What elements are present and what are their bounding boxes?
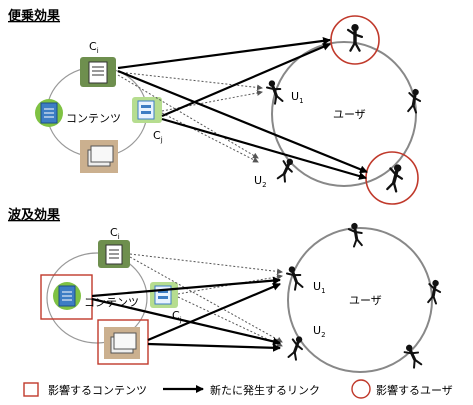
user-right-icon (424, 277, 444, 306)
legend-user-label: 影響するユーザ (376, 383, 453, 397)
legend-content-label: 影響するコンテンツ (48, 383, 147, 397)
legend-content-swatch (23, 382, 39, 397)
ripple-title: 波及効果 (8, 207, 60, 223)
u1-label: U1 (291, 90, 304, 105)
new-links (91, 276, 281, 352)
content-bottom-icon (80, 140, 118, 173)
content-cj-icon (132, 97, 162, 123)
content-bottom-icon (104, 327, 140, 359)
user-top-icon (346, 220, 366, 249)
new-links (117, 36, 368, 180)
cj-label: Cj (153, 129, 163, 144)
legend: 影響するコンテンツ 新たに発生するリンク 影響するユーザ (23, 379, 453, 399)
ci-label: Ci (110, 226, 120, 241)
user-ring (287, 227, 433, 373)
user-top-icon (346, 22, 364, 53)
user-label: ユーザ (349, 294, 382, 307)
content-cj-icon (150, 282, 178, 308)
influential-user-highlight (330, 15, 380, 65)
u2-label: U2 (313, 324, 326, 339)
content-left-icon (53, 282, 81, 310)
u1-label: U1 (313, 280, 326, 295)
content-left-icon (35, 99, 63, 127)
content-ring (46, 252, 148, 344)
user-ring (271, 41, 417, 187)
influential-content-highlight (97, 319, 149, 365)
user-bottom-icon (383, 160, 408, 194)
influential-content-highlight (40, 274, 93, 320)
bandwagon-title: 便乗効果 (8, 8, 60, 24)
cj-label: Cj (172, 309, 182, 324)
user-u1-icon (283, 262, 306, 292)
u2-label: U2 (254, 174, 267, 189)
ripple-section: 波及効果 コンテンツ (8, 207, 444, 373)
user-u2-icon (285, 332, 308, 362)
bandwagon-section: 便乗効果 コンテンツ (8, 8, 424, 205)
content-ci-icon (98, 240, 130, 268)
user-u1-icon (263, 76, 286, 106)
influential-user-highlight (365, 151, 419, 205)
legend-link-label: 新たに発生するリンク (210, 383, 320, 397)
content-label: コンテンツ (66, 112, 121, 125)
content-ci-icon (80, 57, 116, 87)
user-u2-icon (274, 154, 299, 185)
user-label: ユーザ (333, 108, 366, 121)
ci-label: Ci (89, 40, 99, 55)
user-right-icon (404, 86, 424, 115)
legend-user-swatch (351, 379, 371, 399)
